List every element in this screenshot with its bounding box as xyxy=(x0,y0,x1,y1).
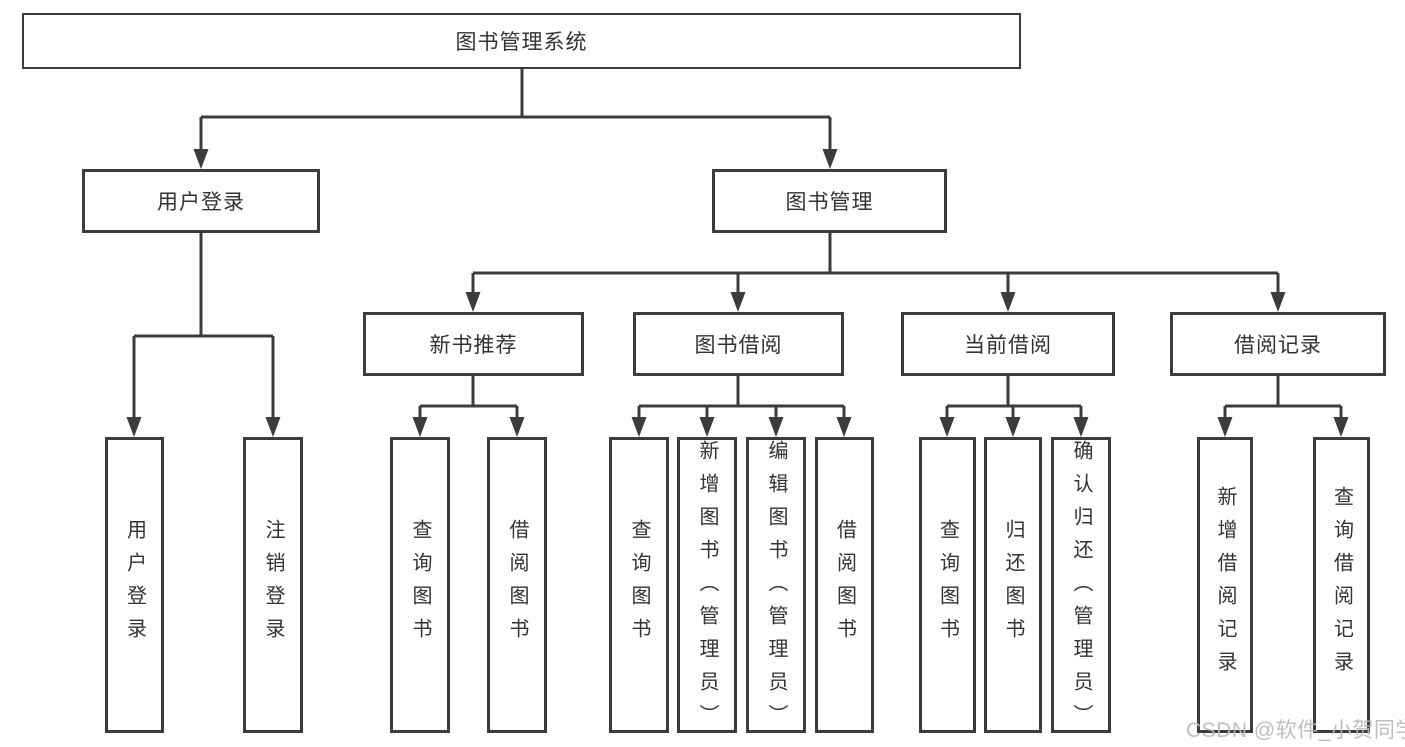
leaf-confirm-return-admin: 确认归还（管理员） xyxy=(1051,437,1111,737)
leaf-add-book-admin: 新增图书（管理员） xyxy=(677,437,737,737)
leaf-add-borrow-record: 新增借阅记录 xyxy=(1197,437,1253,733)
node-root: 图书管理系统 xyxy=(22,13,1021,69)
leaf-borrow-book-label: 借阅图书 xyxy=(833,519,856,651)
leaf-current-query-book-label: 查询图书 xyxy=(936,519,959,651)
node-book-management-label: 图书管理 xyxy=(785,191,874,214)
leaf-recommend-borrow-book: 借阅图书 xyxy=(487,437,547,733)
leaf-add-borrow-record-label: 新增借阅记录 xyxy=(1214,486,1236,684)
node-root-label: 图书管理系统 xyxy=(455,31,588,54)
node-book-borrow: 图书借阅 xyxy=(633,312,844,376)
leaf-return-book-label: 归还图书 xyxy=(1002,519,1024,651)
watermark: CSDN @软件_小贺同学 xyxy=(1186,719,1405,742)
leaf-user-login-label: 用户登录 xyxy=(123,519,146,651)
leaf-query-borrow-record-label: 查询借阅记录 xyxy=(1330,486,1353,684)
leaf-recommend-borrow-book-label: 借阅图书 xyxy=(506,519,528,651)
arrowheads xyxy=(126,149,1349,437)
node-borrow-record: 借阅记录 xyxy=(1170,312,1386,376)
leaf-recommend-query-book: 查询图书 xyxy=(390,437,450,733)
node-user-login-label: 用户登录 xyxy=(157,191,245,214)
leaf-logout: 注销登录 xyxy=(243,437,303,733)
leaf-add-book-admin-label: 新增图书（管理员） xyxy=(696,440,718,737)
leaf-edit-book-admin: 编辑图书（管理员） xyxy=(746,437,806,737)
leaf-borrow-book: 借阅图书 xyxy=(815,437,874,733)
leaf-user-login: 用户登录 xyxy=(105,437,164,733)
leaf-recommend-query-book-label: 查询图书 xyxy=(409,519,431,651)
leaf-borrow-query-book: 查询图书 xyxy=(609,437,669,733)
node-user-login: 用户登录 xyxy=(82,169,320,233)
node-book-management: 图书管理 xyxy=(712,169,947,233)
leaf-current-query-book: 查询图书 xyxy=(919,437,976,733)
leaf-query-borrow-record: 查询借阅记录 xyxy=(1313,437,1370,733)
leaf-confirm-return-admin-label: 确认归还（管理员） xyxy=(1070,440,1092,737)
leaf-logout-label: 注销登录 xyxy=(262,519,284,651)
node-new-book-recommend: 新书推荐 xyxy=(363,312,584,376)
node-borrow-record-label: 借阅记录 xyxy=(1234,334,1322,357)
leaf-return-book: 归还图书 xyxy=(984,437,1042,733)
node-current-borrow-label: 当前借阅 xyxy=(964,334,1052,357)
node-book-borrow-label: 图书借阅 xyxy=(694,334,783,357)
leaf-borrow-query-book-label: 查询图书 xyxy=(628,519,650,651)
node-current-borrow: 当前借阅 xyxy=(901,312,1115,376)
node-new-book-recommend-label: 新书推荐 xyxy=(429,334,518,357)
leaf-edit-book-admin-label: 编辑图书（管理员） xyxy=(765,440,787,737)
